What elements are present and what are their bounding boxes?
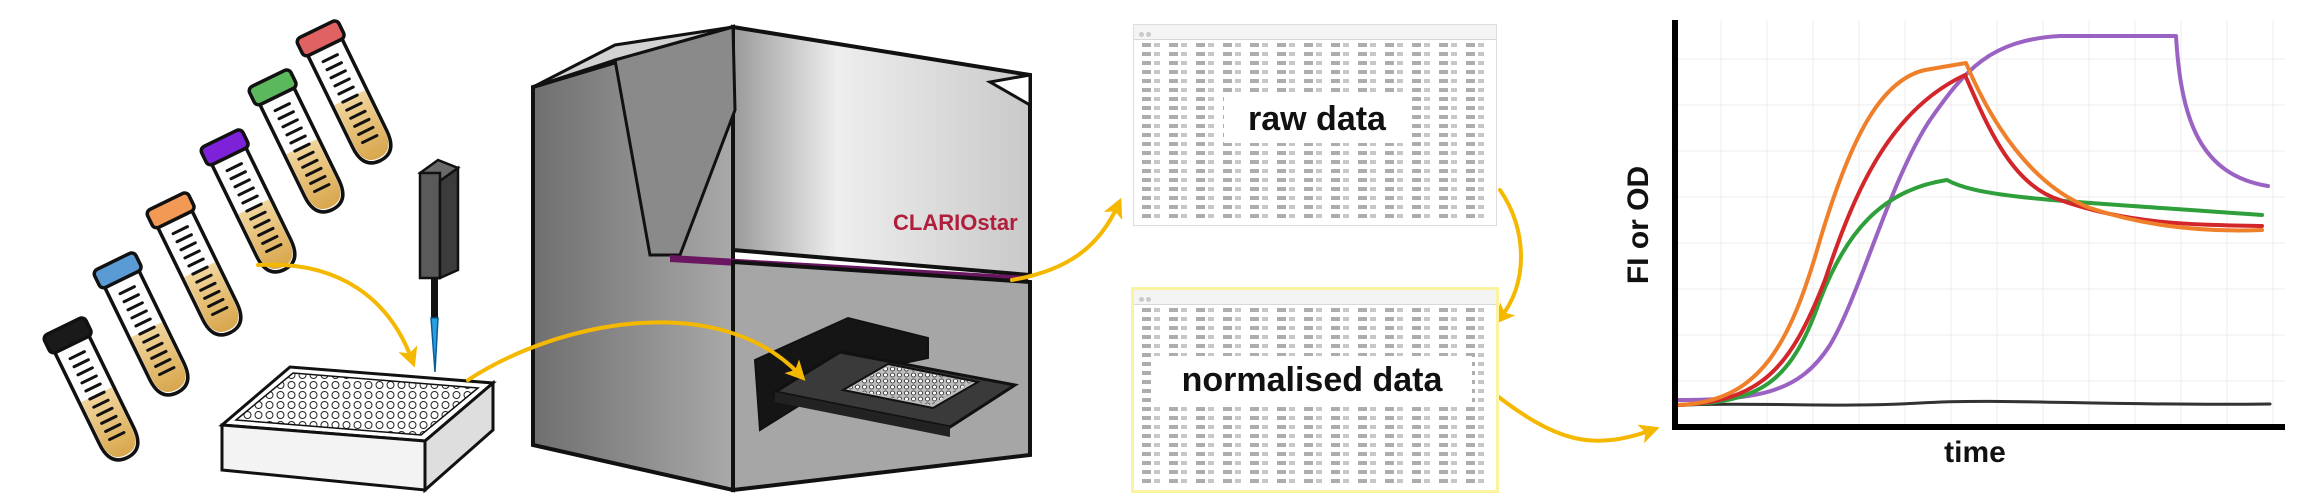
arrow-tubes-to-plate — [256, 262, 418, 368]
arrow-normalised-to-plot — [1494, 393, 1660, 444]
baseline-curve — [1676, 399, 2272, 407]
raw-data-label: raw data — [1224, 95, 1410, 143]
sample-tubes — [42, 19, 393, 462]
arrow-raw-to-normalised — [1494, 188, 1523, 325]
sample-tube — [247, 68, 345, 214]
tube-cap — [145, 191, 196, 230]
y-axis-label: FI or OD — [1622, 166, 1655, 284]
sheet-title-bar — [1134, 25, 1496, 40]
normalised-data-label: normalised data — [1152, 356, 1472, 404]
sample-tube — [295, 19, 393, 165]
tube-cap — [199, 128, 250, 167]
plate-reader-instrument: CLARIOstar — [531, 24, 1032, 493]
tube-cap — [92, 251, 143, 290]
sample-tube — [92, 251, 190, 397]
workflow-arrows — [256, 188, 1660, 444]
sample-tube — [42, 316, 140, 462]
sample-tube — [199, 128, 297, 274]
microplate — [218, 365, 497, 494]
sample-tube — [145, 191, 243, 337]
sheet-title-bar — [1134, 290, 1496, 305]
arrow-plate-to-reader — [466, 320, 806, 382]
tube-cap — [42, 316, 93, 355]
purple-curve — [1676, 34, 2270, 402]
tube-cap — [295, 19, 346, 58]
orange-curve — [1676, 61, 2264, 407]
arrow-reader-to-raw — [1010, 197, 1123, 282]
brand-label: CLARIOstar — [893, 210, 1018, 235]
tube-cap — [247, 68, 298, 107]
kinetics-plot: FI or OD time — [1622, 20, 2285, 469]
pipette-icon — [417, 158, 461, 373]
x-axis-label: time — [1944, 436, 2006, 469]
